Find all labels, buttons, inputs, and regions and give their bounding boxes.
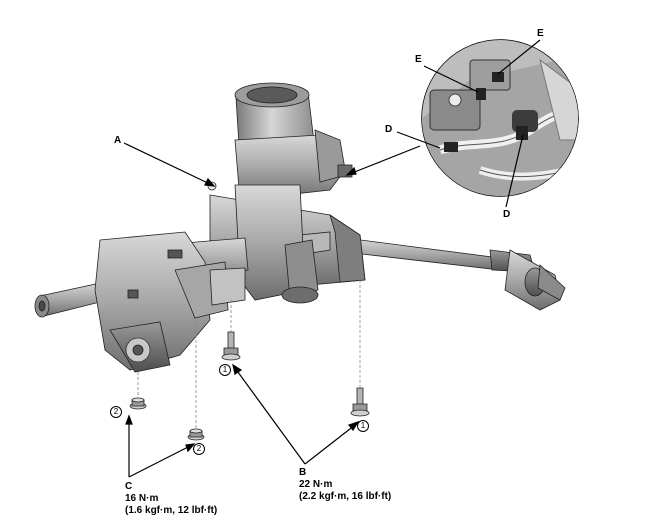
callout-a: A (114, 135, 122, 146)
alignment-lines (137, 240, 361, 429)
torque-c-value: 16 N·m (125, 493, 159, 504)
callout-d-upper: D (385, 124, 393, 135)
nut-center (187, 428, 205, 441)
fastener-id-bolt-right: 1 (357, 420, 369, 432)
torque-b-value: 22 N·m (299, 479, 333, 490)
steering-column (34, 82, 566, 373)
callout-e-right: E (537, 28, 544, 39)
fastener-id-nut-center: 2 (193, 443, 205, 455)
callout-d-lower: D (503, 209, 511, 220)
bolt-center (221, 331, 241, 361)
fastener-id-bolt-center: 1 (219, 364, 231, 376)
bolt-right (350, 387, 370, 417)
callout-b: B (299, 467, 307, 478)
nut-left (129, 397, 147, 410)
torque-c-alt: (1.6 kgf·m, 12 lbf·ft) (125, 505, 218, 516)
callout-e-left: E (415, 54, 422, 65)
leader-lines (123, 39, 541, 478)
fastener-id-nut-left: 2 (110, 406, 122, 418)
inset-detail (421, 39, 579, 197)
callout-c: C (125, 481, 133, 492)
torque-b-alt: (2.2 kgf·m, 16 lbf·ft) (299, 491, 392, 502)
